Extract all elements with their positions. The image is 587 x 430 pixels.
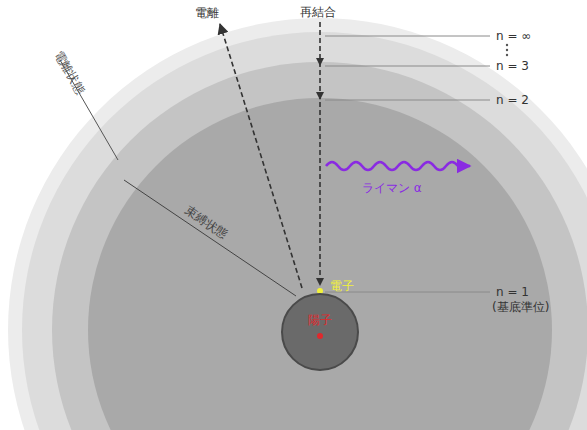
level-label: n = 3 bbox=[496, 59, 529, 73]
process-label: 再結合 bbox=[300, 5, 336, 19]
level-note: (基底準位) bbox=[492, 300, 549, 314]
level-label: n = 1 bbox=[496, 285, 529, 299]
process-label: 電離 bbox=[195, 6, 219, 20]
level-infinity bbox=[22, 32, 587, 430]
arrowhead bbox=[316, 92, 324, 100]
level-lines bbox=[325, 36, 490, 292]
photon-label: ライマン α bbox=[362, 181, 422, 195]
leader-line bbox=[124, 180, 296, 296]
level-label: n = 2 bbox=[496, 93, 529, 107]
arrowhead bbox=[316, 278, 324, 286]
nucleus-circle: 陽子 bbox=[281, 293, 359, 371]
level-label: n = ∞ bbox=[496, 29, 531, 43]
continuum-dots bbox=[506, 44, 508, 56]
electron-label: 電子 bbox=[330, 279, 354, 293]
arrowhead bbox=[316, 58, 324, 66]
proton-dot bbox=[317, 333, 323, 339]
photon-wave bbox=[326, 162, 470, 170]
nucleus-label: 陽子 bbox=[283, 313, 357, 327]
ionization-path bbox=[220, 24, 302, 288]
region-label: 電離状態 bbox=[52, 48, 88, 97]
ionized-region bbox=[8, 18, 587, 430]
